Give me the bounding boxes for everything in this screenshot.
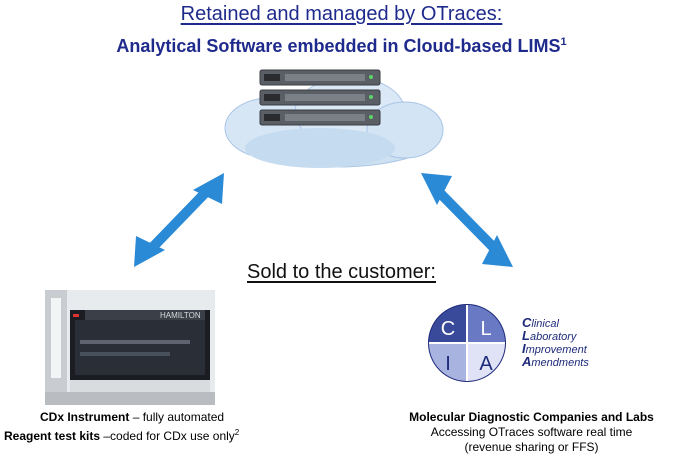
labs-caption: Molecular Diagnostic Companies and Labs … [380, 410, 683, 455]
instrument-line: CDx Instrument – fully automated [4, 410, 334, 425]
cdx-instrument-photo: HAMILTON [45, 290, 215, 405]
clia-logo-graphic: C L I A [428, 304, 506, 382]
instrument-description: – fully automated [132, 410, 225, 424]
clia-wordmark: Clinical Laboratory Improvement Amendmen… [522, 315, 589, 369]
server-icon [259, 69, 381, 126]
clia-word-improvement: Improvement [522, 341, 587, 356]
labs-title: Molecular Diagnostic Companies and Labs [409, 410, 654, 424]
clia-word-amendments: Amendments [522, 354, 589, 369]
header-subtitle: Analytical Software embedded in Cloud-ba… [0, 36, 683, 57]
footnote-marker-2: 2 [234, 428, 240, 437]
clia-letter-c: C [441, 318, 455, 340]
header-subtitle-text: Analytical Software embedded in Cloud-ba… [116, 36, 561, 56]
clia-letter-l: L [480, 318, 491, 340]
kits-description: –coded for CDx use only [103, 429, 235, 443]
right-double-arrow [421, 173, 513, 267]
clia-letter-a: A [479, 353, 493, 375]
labs-access-line: Accessing OTraces software real time [430, 425, 633, 439]
clia-logo: C L I A Clinical Laboratory Improvement … [427, 303, 622, 383]
instrument-caption: CDx Instrument – fully automated Reagent… [4, 410, 334, 444]
clia-letter-i: I [445, 353, 451, 375]
footnote-marker-1: 1 [560, 36, 567, 48]
labs-payment-line: (revenue sharing or FFS) [464, 440, 599, 454]
header-title: Retained and managed by OTraces: [180, 3, 503, 25]
clia-word-clinical: Clinical [522, 315, 559, 330]
instrument-label: CDx Instrument [40, 410, 130, 424]
kits-label: Reagent test kits [4, 429, 101, 443]
clia-word-laboratory: Laboratory [522, 328, 577, 343]
instrument-illustration: HAMILTON [45, 290, 215, 405]
instrument-brand-label: HAMILTON [160, 311, 201, 320]
sold-to-customer-label: Sold to the customer: [247, 261, 436, 283]
left-double-arrow [134, 173, 224, 267]
kits-line: Reagent test kits –coded for CDx use onl… [4, 425, 334, 444]
